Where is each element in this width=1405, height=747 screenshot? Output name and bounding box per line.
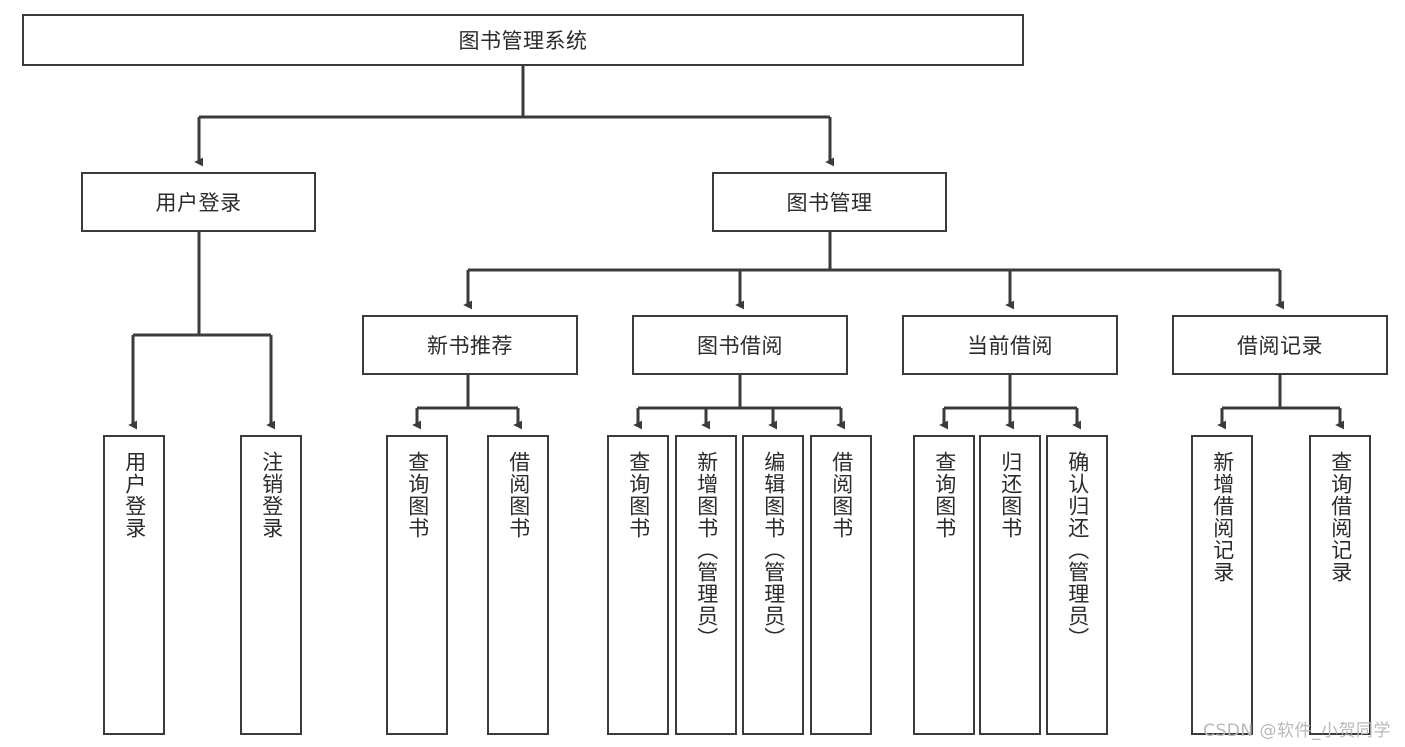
node-label: 当前借阅 [967,334,1053,358]
leaf-label: 归还图书 [998,451,1023,539]
node-label: 图书管理系统 [458,29,588,53]
leaf-new-books-query-book[interactable]: 查询图书 [386,435,448,735]
leaf-current-borrow-return-book[interactable]: 归还图书 [979,435,1041,735]
leaf-label: 借阅图书 [829,451,854,539]
node-borrowing-records[interactable]: 借阅记录 [1172,315,1388,375]
leaf-current-borrow-confirm-return-admin[interactable]: 确认归还（管理员） [1046,435,1108,735]
node-label: 新书推荐 [427,334,513,358]
node-new-book-recommendation[interactable]: 新书推荐 [362,315,578,375]
leaf-user-login-logout[interactable]: 注销登录 [240,435,302,735]
leaf-label: 借阅图书 [506,451,531,539]
leaf-label: 查询图书 [626,451,651,539]
leaf-label: 注销登录 [259,451,284,539]
leaf-records-query-borrow-record[interactable]: 查询借阅记录 [1309,435,1371,735]
leaf-label: 新增图书（管理员） [694,451,719,649]
leaf-label: 用户登录 [122,451,147,539]
node-current-borrowing[interactable]: 当前借阅 [902,315,1118,375]
leaf-book-borrow-query-book[interactable]: 查询图书 [607,435,669,735]
csdn-watermark: CSDN @软件_小贺同学 [1203,721,1391,741]
leaf-label: 编辑图书（管理员） [761,451,786,649]
node-label: 图书借阅 [697,334,783,358]
node-label: 借阅记录 [1237,334,1323,358]
leaf-user-login-login[interactable]: 用户登录 [103,435,165,735]
leaf-label: 确认归还（管理员） [1065,451,1090,649]
leaf-label: 查询借阅记录 [1328,451,1353,583]
node-book-borrowing[interactable]: 图书借阅 [632,315,848,375]
leaf-book-borrow-add-book-admin[interactable]: 新增图书（管理员） [675,435,737,735]
leaf-new-books-borrow-book[interactable]: 借阅图书 [487,435,549,735]
leaf-book-borrow-borrow-book[interactable]: 借阅图书 [810,435,872,735]
node-label: 用户登录 [155,191,242,215]
leaf-label: 查询图书 [405,451,430,539]
leaf-book-borrow-edit-book-admin[interactable]: 编辑图书（管理员） [742,435,804,735]
node-user-login[interactable]: 用户登录 [81,172,316,232]
node-book-management[interactable]: 图书管理 [712,172,947,232]
leaf-current-borrow-query-book[interactable]: 查询图书 [913,435,975,735]
node-root-book-management-system[interactable]: 图书管理系统 [22,14,1024,66]
leaf-records-add-borrow-record[interactable]: 新增借阅记录 [1191,435,1253,735]
node-label: 图书管理 [786,191,873,215]
leaf-label: 查询图书 [932,451,957,539]
leaf-label: 新增借阅记录 [1210,451,1235,583]
